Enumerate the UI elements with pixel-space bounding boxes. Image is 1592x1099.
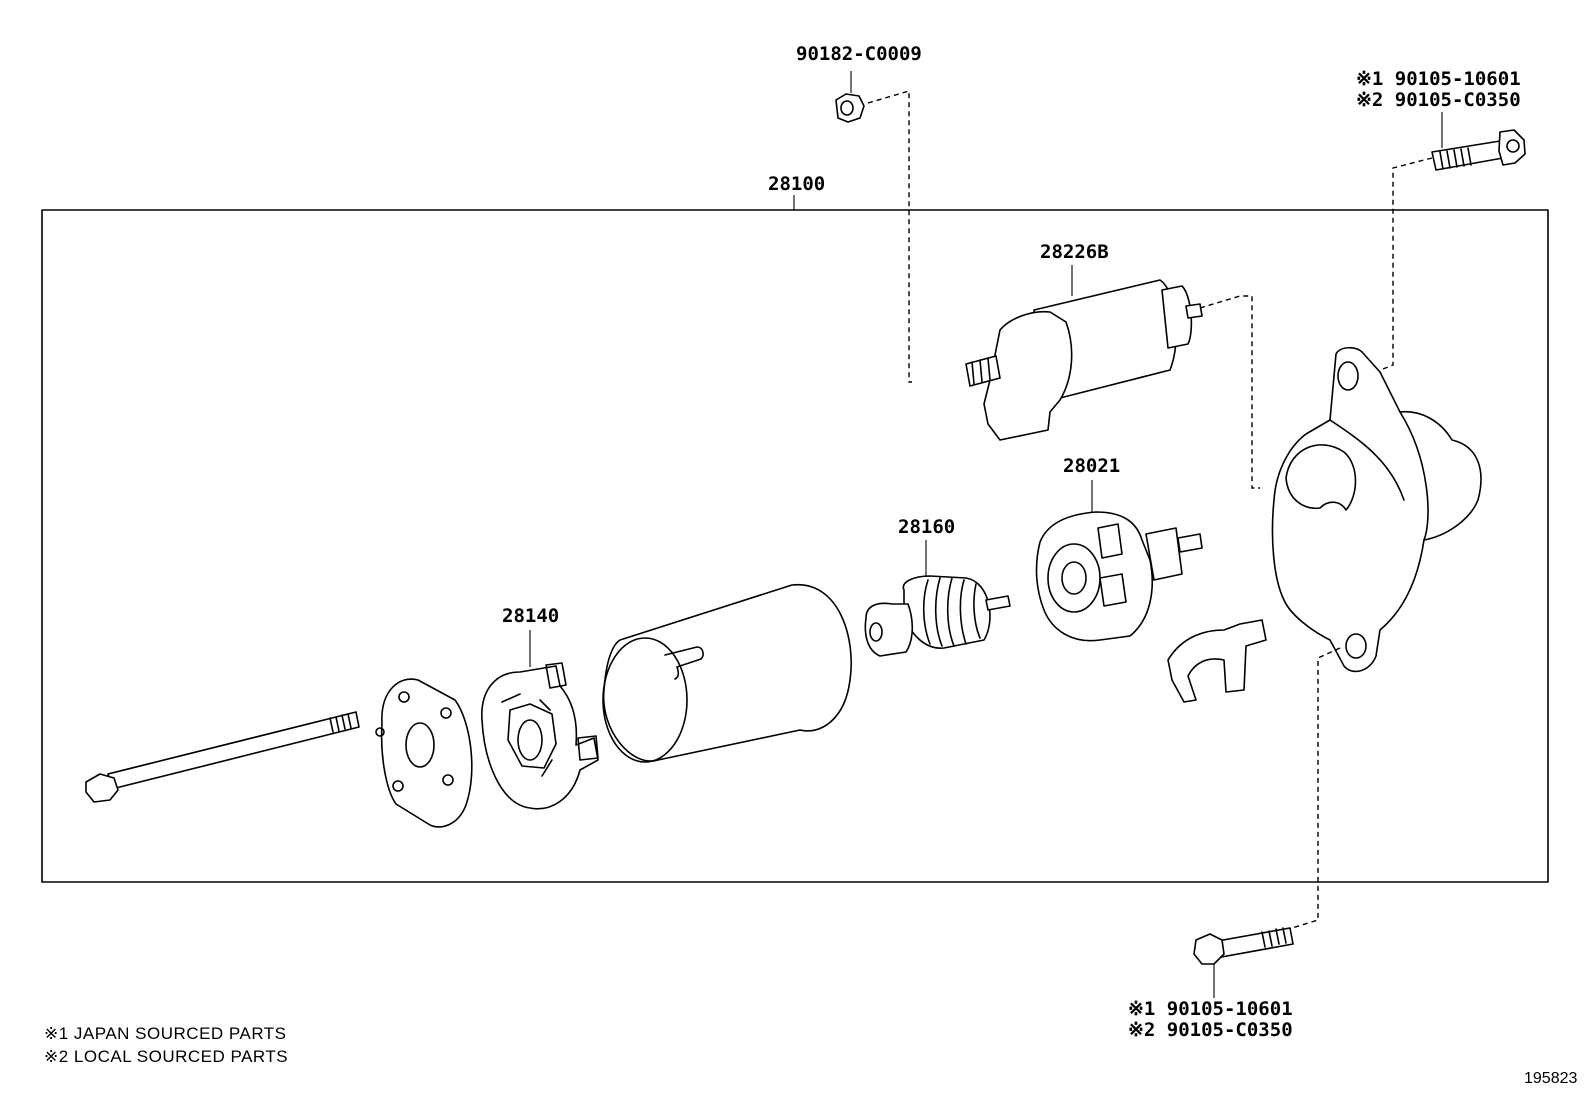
- label-armature: 28160: [898, 516, 956, 538]
- diagram-reference-number: 195823: [1524, 1070, 1578, 1087]
- label-bolt-top-2: ※2 90105-C0350: [1356, 89, 1521, 111]
- armature-part: [864, 540, 1011, 657]
- label-bolt-bottom-2: ※2 90105-C0350: [1128, 1019, 1293, 1041]
- label-nut: 90182-C0009: [796, 43, 922, 65]
- bolt-top-part: [1377, 112, 1526, 372]
- drive-housing-part: [1271, 346, 1482, 929]
- bolt-bottom-part: [1193, 927, 1294, 998]
- yoke-part: [602, 584, 852, 763]
- end-plate-part: [375, 678, 473, 828]
- drive-part: [1035, 480, 1203, 642]
- label-bolt-top-1: ※1 90105-10601: [1356, 68, 1521, 90]
- label-solenoid: 28226B: [1040, 241, 1109, 263]
- footnote-local: ※2 LOCAL SOURCED PARTS: [44, 1047, 289, 1066]
- label-brush-holder: 28140: [502, 605, 560, 627]
- brush-holder-part: [481, 630, 599, 810]
- through-bolt-part: [85, 711, 360, 803]
- label-bolt-bottom-1: ※1 90105-10601: [1128, 998, 1293, 1020]
- label-drive: 28021: [1063, 455, 1121, 477]
- label-assembly: 28100: [768, 173, 826, 195]
- nut-part: [835, 71, 912, 383]
- solenoid-part: [965, 265, 1260, 489]
- footnote-japan: ※1 JAPAN SOURCED PARTS: [44, 1024, 287, 1043]
- assembly-frame: [41, 209, 1549, 883]
- shift-lever-part: [1167, 619, 1267, 703]
